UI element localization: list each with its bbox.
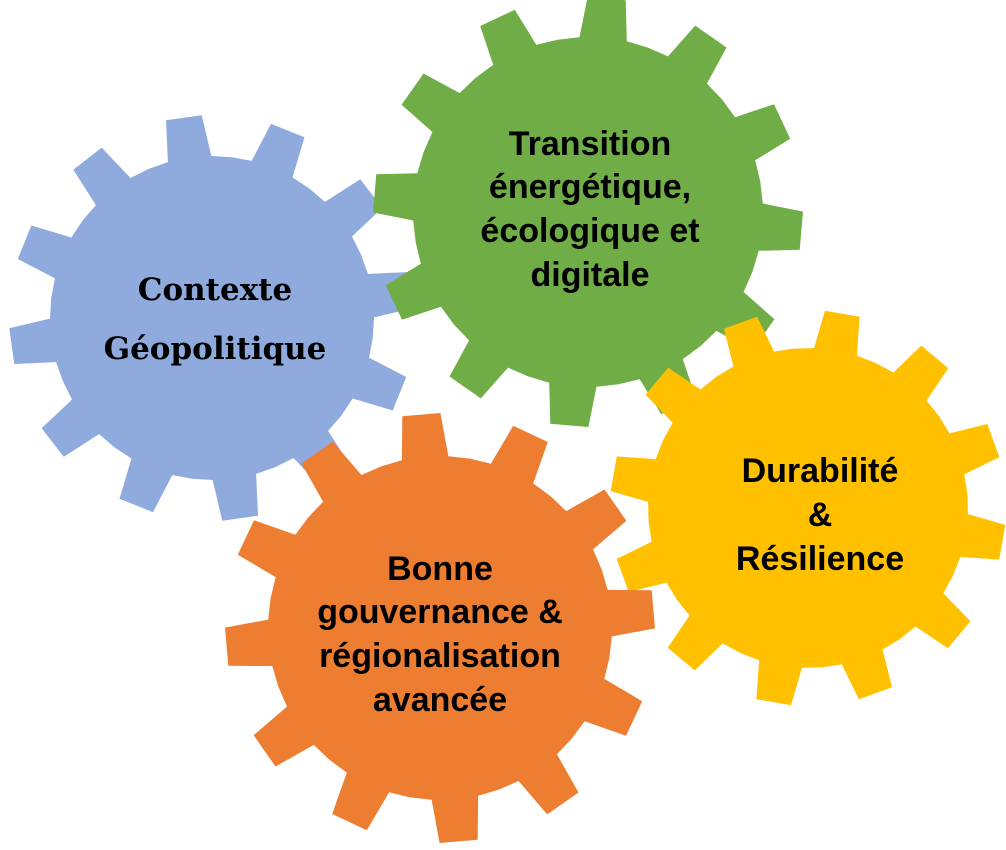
durabilite-line-2: & (807, 495, 833, 534)
transition-line-2: énergétique, (488, 168, 692, 207)
gear-durabilite (610, 310, 1006, 706)
label-gouvernance: Bonne gouvernance & régionalisation avan… (275, 525, 605, 745)
label-transition: Transition énergétique, écologique et di… (430, 100, 750, 320)
transition-line-4: digitale (530, 255, 650, 294)
transition-line-3: écologique et (480, 212, 700, 250)
gouvernance-line-1: Bonne (387, 549, 493, 588)
gear-contexte (9, 115, 415, 521)
durabilite-line-1: Durabilité (741, 451, 899, 490)
gear-transition (373, 0, 803, 427)
contexte-line-1: Contexte (137, 272, 293, 309)
contexte-line-2: Géopolitique (103, 331, 327, 367)
gouvernance-line-3: régionalisation (319, 637, 561, 675)
label-durabilite: Durabilité & Résilience (690, 440, 950, 590)
transition-line-1: Transition (508, 124, 672, 163)
label-contexte: Contexte Géopolitique (50, 250, 380, 390)
gouvernance-line-2: gouvernance & (317, 593, 563, 632)
gouvernance-line-4: avancée (372, 680, 508, 719)
gear-gouvernance (225, 413, 655, 843)
durabilite-line-3: Résilience (735, 540, 905, 579)
